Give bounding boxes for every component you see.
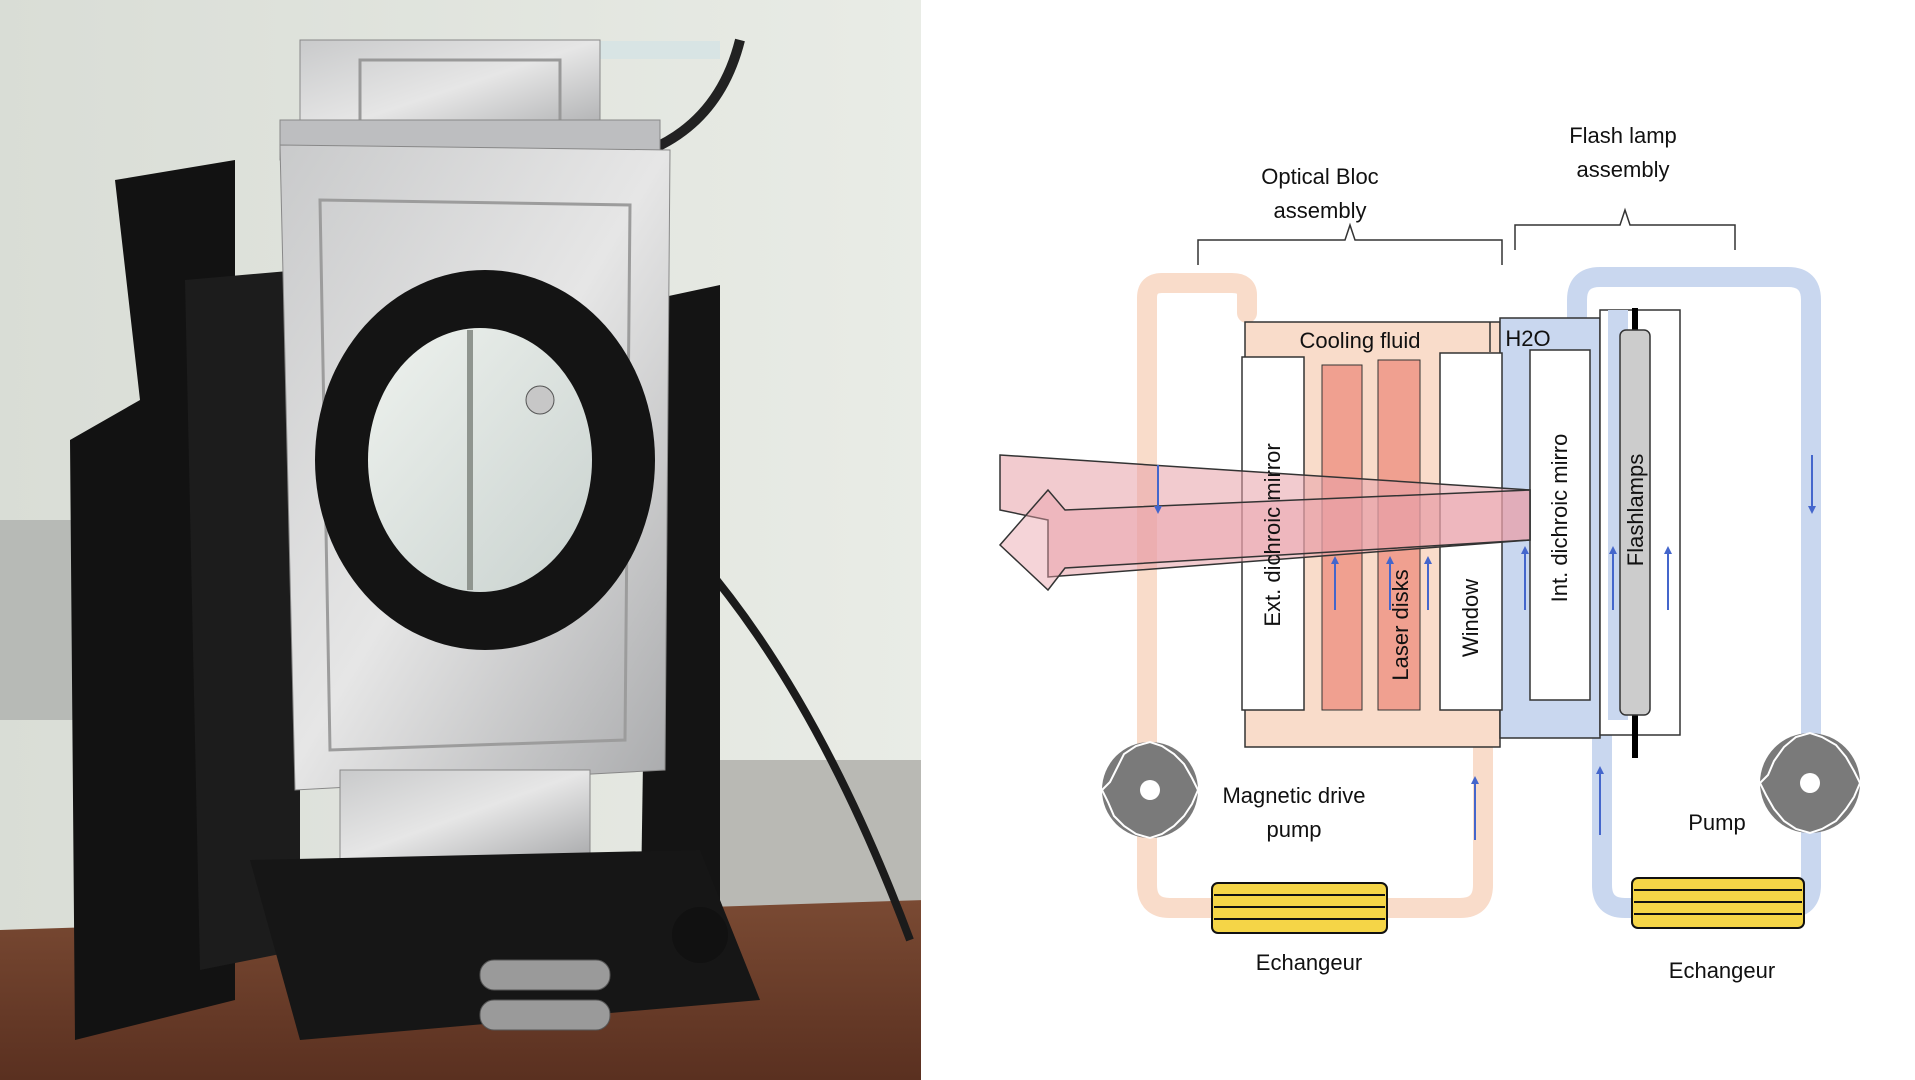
int-dichroic-mirror-label: Int. dichroic mirro xyxy=(1547,434,1572,603)
cooling-fluid-label: Cooling fluid xyxy=(1299,328,1420,353)
pump-icon xyxy=(1758,731,1862,835)
flashlamps-label: Flashlamps xyxy=(1623,454,1648,566)
exchanger-icon xyxy=(1211,882,1388,934)
base-plate xyxy=(250,850,760,1040)
exchanger-icon xyxy=(1631,877,1805,929)
plate-pattern xyxy=(318,198,632,752)
echangeur-left-label: Echangeur xyxy=(1256,950,1362,975)
pump-label: Pump xyxy=(1688,810,1745,835)
optical-bloc-label: Optical Bloc xyxy=(1261,164,1378,189)
flashlamp-tube xyxy=(1619,329,1651,716)
spring-upper xyxy=(479,959,611,991)
int-dichroic-mirror xyxy=(1529,349,1591,701)
lower-housing xyxy=(339,769,591,861)
water-hose xyxy=(648,38,745,155)
laser-disks-label: Laser disks xyxy=(1388,569,1413,680)
flash-lamp-label: Flash lamp xyxy=(1569,123,1677,148)
cable xyxy=(696,557,914,942)
ext-dichroic-mirror-label: Ext. dichroic mirror xyxy=(1260,443,1285,626)
left-inner-frame xyxy=(185,270,300,970)
internal-gauge xyxy=(525,385,555,415)
cooling-fluid-loop xyxy=(1137,273,1493,918)
flash-lamp-brace xyxy=(1514,207,1736,250)
optical-bloc-label-2: assembly xyxy=(1274,198,1367,223)
laser-head-photo xyxy=(0,0,925,1080)
pump-icon xyxy=(1100,740,1200,840)
window-label: Window xyxy=(1458,579,1483,657)
laser-beam-out xyxy=(998,488,1531,592)
magnetic-pump-label: Magnetic drive xyxy=(1222,783,1365,808)
flash-lamp-label-2: assembly xyxy=(1577,157,1670,182)
water-loop xyxy=(1567,267,1821,918)
optical-bloc-brace xyxy=(1197,222,1503,265)
spring-lower xyxy=(479,999,611,1031)
magnetic-pump-label-2: pump xyxy=(1266,817,1321,842)
support-post xyxy=(672,907,728,963)
h2o-label: H2O xyxy=(1505,326,1550,351)
panel-separator xyxy=(921,0,925,1080)
echangeur-right-label: Echangeur xyxy=(1669,958,1775,983)
